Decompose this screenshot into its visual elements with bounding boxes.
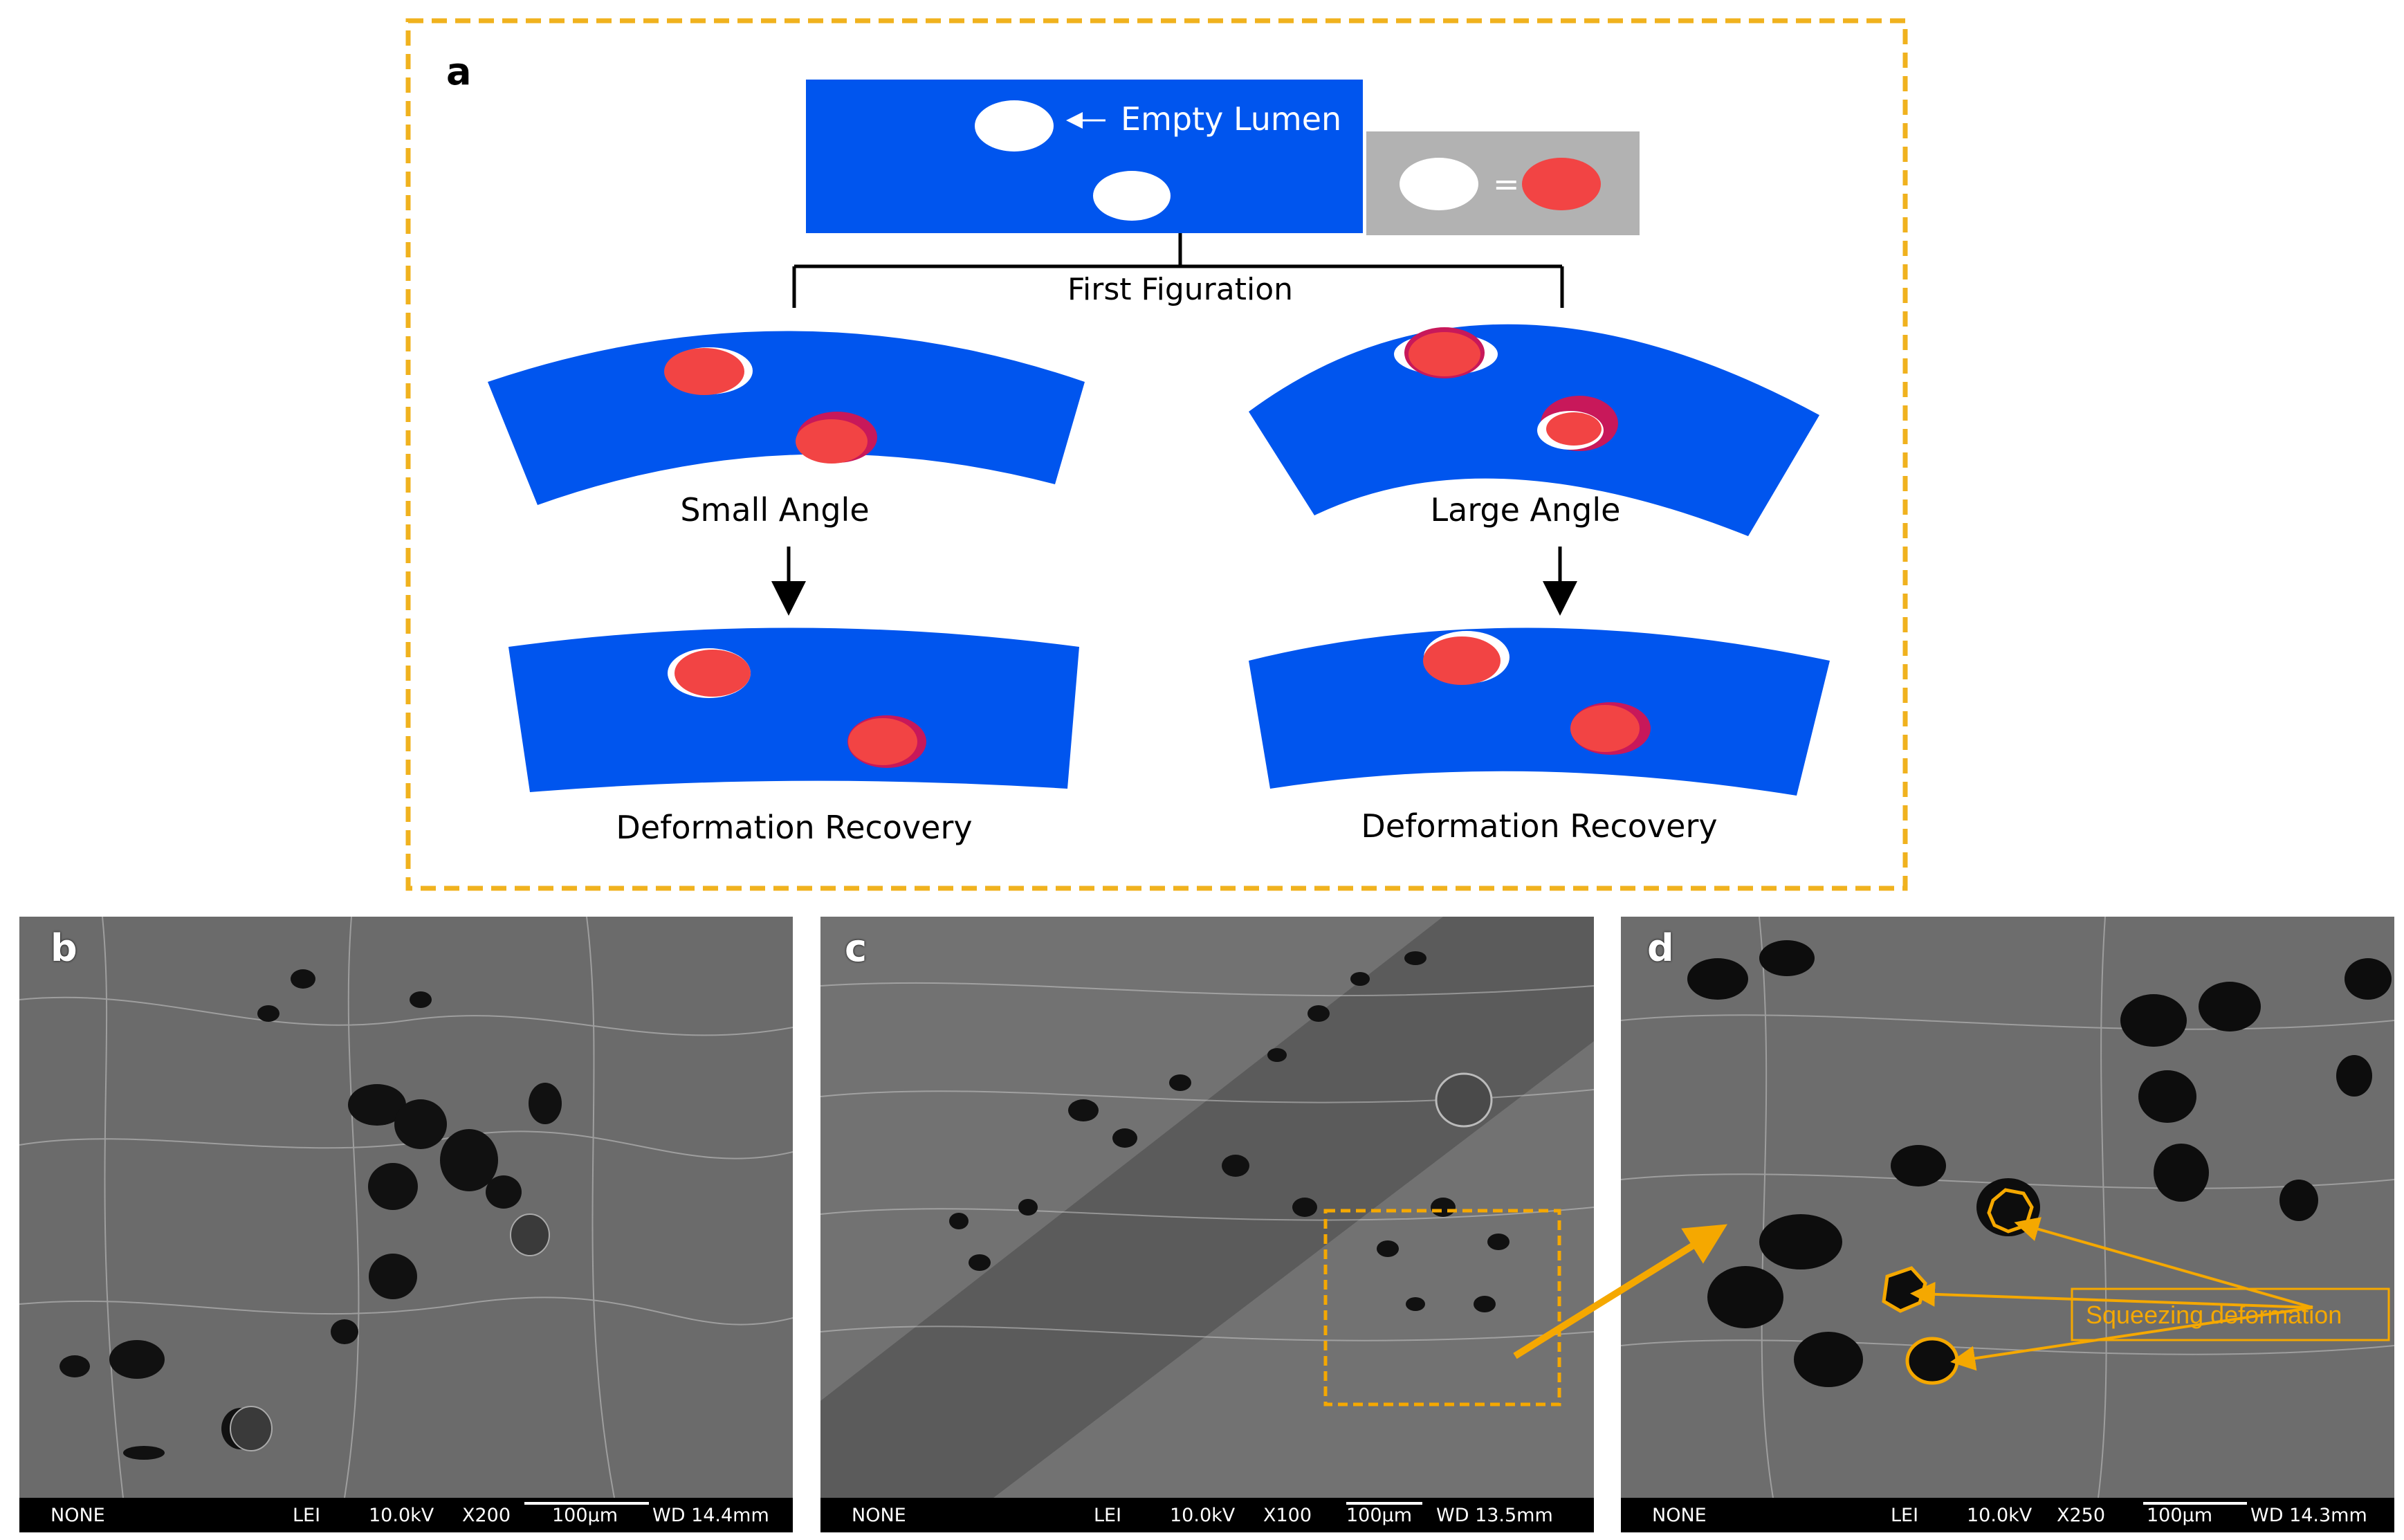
zoom-arrow — [1515, 1231, 1716, 1356]
